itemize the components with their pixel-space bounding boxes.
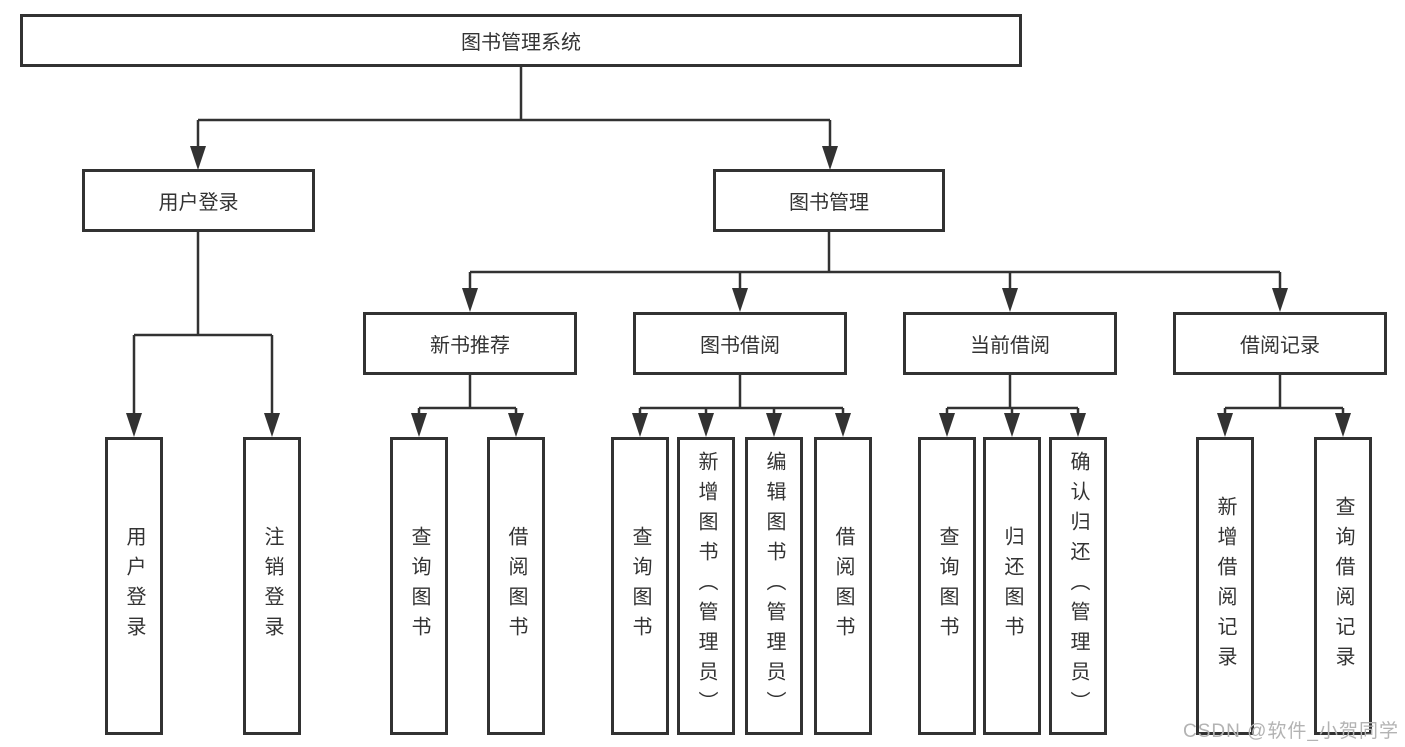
arrowhead bbox=[411, 413, 427, 437]
leaf-add-borrow-record: 新增借阅记录 bbox=[1196, 437, 1254, 735]
arrowhead bbox=[766, 413, 782, 437]
leaf-query-borrow-record: 查询借阅记录 bbox=[1314, 437, 1372, 735]
edge-bookmgmt-to-level3 bbox=[468, 232, 1282, 288]
node-borrowing-records-label: 借阅记录 bbox=[1240, 335, 1320, 357]
arrowhead bbox=[732, 288, 748, 312]
node-new-book-recommend-label: 新书推荐 bbox=[430, 335, 510, 357]
node-root: 图书管理系统 bbox=[20, 14, 1022, 67]
node-borrowing-records: 借阅记录 bbox=[1173, 312, 1387, 375]
arrowhead bbox=[126, 413, 142, 437]
leaf-return-books-label: 归还图书 bbox=[1001, 526, 1023, 646]
node-user-login-label: 用户登录 bbox=[158, 192, 239, 214]
leaf-query-borrow-record-label: 查询借阅记录 bbox=[1332, 496, 1354, 676]
leaf-query-books-recommend: 查询图书 bbox=[390, 437, 448, 735]
arrowhead bbox=[1335, 413, 1351, 437]
arrowhead bbox=[462, 288, 478, 312]
leaf-confirm-return-admin-label: 确认归还（管理员） bbox=[1067, 451, 1089, 721]
leaf-edit-books-admin-label: 编辑图书（管理员） bbox=[763, 451, 785, 721]
arrowheads bbox=[126, 146, 1351, 437]
leaf-query-books-recommend-label: 查询图书 bbox=[408, 526, 430, 646]
leaf-query-books-current-label: 查询图书 bbox=[936, 526, 958, 646]
edge-records-to-leaves bbox=[1223, 375, 1345, 413]
leaf-borrow-books: 借阅图书 bbox=[814, 437, 872, 735]
arrowhead bbox=[264, 413, 280, 437]
arrowhead bbox=[190, 146, 206, 170]
edge-borrow-to-leaves bbox=[638, 375, 845, 413]
node-book-management-label: 图书管理 bbox=[789, 192, 869, 214]
arrowhead bbox=[835, 413, 851, 437]
arrowhead bbox=[632, 413, 648, 437]
arrowhead bbox=[508, 413, 524, 437]
node-current-borrowing: 当前借阅 bbox=[903, 312, 1117, 375]
leaf-add-borrow-record-label: 新增借阅记录 bbox=[1214, 496, 1236, 676]
leaf-logout-label: 注销登录 bbox=[261, 526, 283, 646]
arrowhead bbox=[939, 413, 955, 437]
node-book-borrowing-label: 图书借阅 bbox=[700, 335, 780, 357]
leaf-user-login: 用户登录 bbox=[105, 437, 163, 735]
node-root-label: 图书管理系统 bbox=[461, 32, 581, 54]
leaf-query-books-borrowing-label: 查询图书 bbox=[629, 526, 651, 646]
edge-root-to-level2 bbox=[196, 67, 832, 146]
leaf-borrow-books-recommend: 借阅图书 bbox=[487, 437, 545, 735]
node-book-borrowing: 图书借阅 bbox=[633, 312, 847, 375]
arrowhead bbox=[698, 413, 714, 437]
node-current-borrowing-label: 当前借阅 bbox=[970, 335, 1050, 357]
leaf-add-books-admin: 新增图书（管理员） bbox=[677, 437, 735, 735]
leaf-query-books-borrowing: 查询图书 bbox=[611, 437, 669, 735]
leaf-borrow-books-recommend-label: 借阅图书 bbox=[505, 526, 527, 646]
edge-current-to-leaves bbox=[945, 375, 1080, 413]
arrowhead bbox=[1004, 413, 1020, 437]
leaf-return-books: 归还图书 bbox=[983, 437, 1041, 735]
arrowhead bbox=[1002, 288, 1018, 312]
node-book-management: 图书管理 bbox=[713, 169, 945, 232]
node-user-login: 用户登录 bbox=[82, 169, 315, 232]
leaf-confirm-return-admin: 确认归还（管理员） bbox=[1049, 437, 1107, 735]
leaf-edit-books-admin: 编辑图书（管理员） bbox=[745, 437, 803, 735]
arrowhead bbox=[1217, 413, 1233, 437]
node-new-book-recommend: 新书推荐 bbox=[363, 312, 577, 375]
edge-userlogin-to-leaves bbox=[132, 232, 274, 413]
arrowhead bbox=[1070, 413, 1086, 437]
arrowhead bbox=[1272, 288, 1288, 312]
edge-newbook-to-leaves bbox=[417, 375, 518, 413]
csdn-watermark: CSDN @软件_小贺同学 bbox=[1183, 721, 1399, 742]
leaf-add-books-admin-label: 新增图书（管理员） bbox=[695, 451, 717, 721]
leaf-query-books-current: 查询图书 bbox=[918, 437, 976, 735]
leaf-user-login-label: 用户登录 bbox=[123, 526, 145, 646]
arrowhead bbox=[822, 146, 838, 170]
leaf-logout: 注销登录 bbox=[243, 437, 301, 735]
leaf-borrow-books-label: 借阅图书 bbox=[832, 526, 854, 646]
